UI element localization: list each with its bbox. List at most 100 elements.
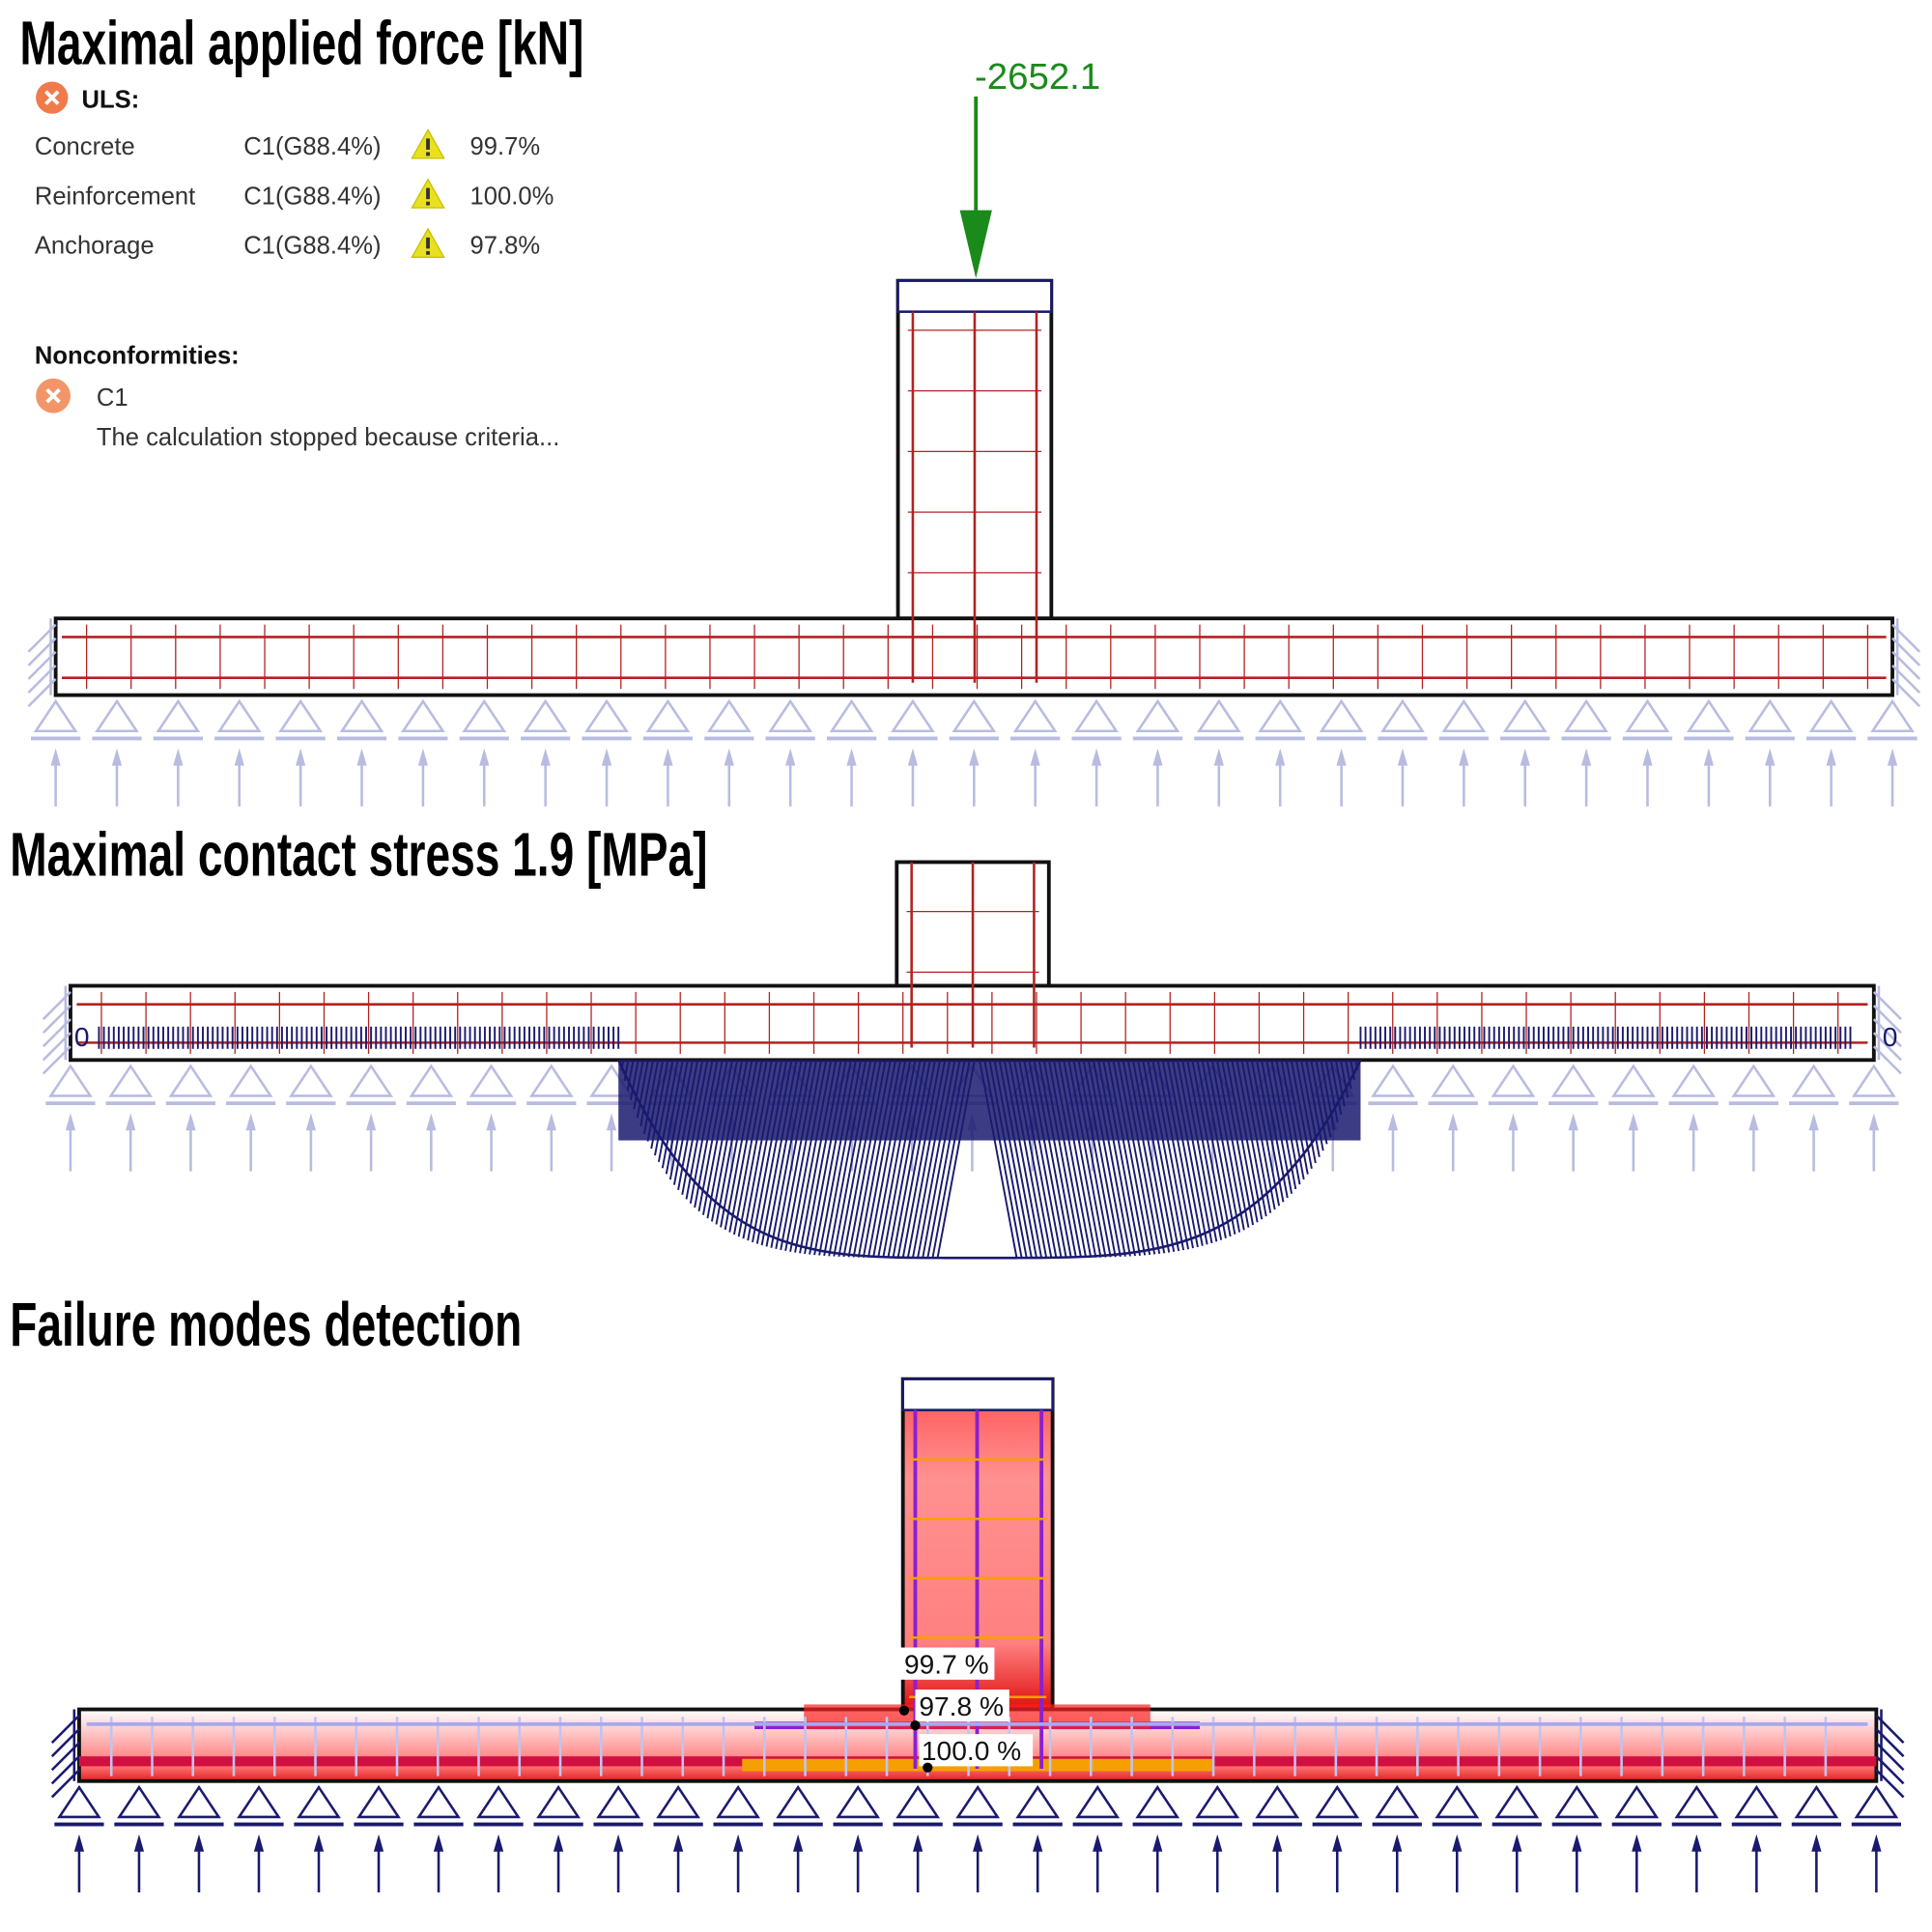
warning-mark bbox=[426, 201, 430, 206]
support-icon bbox=[356, 1784, 401, 1819]
support-icon bbox=[1614, 1784, 1660, 1819]
support-icon bbox=[955, 1784, 1001, 1819]
support-icon bbox=[716, 1784, 760, 1819]
support-icon bbox=[891, 698, 935, 733]
support-icon bbox=[1135, 698, 1180, 733]
support-icon bbox=[216, 698, 262, 733]
support-icon bbox=[1854, 1784, 1899, 1819]
support-icon bbox=[776, 1784, 820, 1819]
support-icon bbox=[1791, 1064, 1836, 1097]
support-icon bbox=[1196, 698, 1241, 733]
support-icon bbox=[48, 1064, 93, 1097]
support-icon bbox=[1435, 1784, 1480, 1819]
support-icon bbox=[1371, 1064, 1415, 1097]
warning-mark bbox=[426, 237, 430, 249]
support-icon bbox=[177, 1784, 221, 1819]
support-icon bbox=[829, 698, 874, 733]
support-icon bbox=[339, 698, 384, 733]
warning-mark bbox=[426, 187, 430, 200]
error-cross-icon bbox=[44, 90, 60, 105]
support-icon bbox=[645, 698, 691, 733]
model-force bbox=[27, 278, 1921, 807]
support-icon bbox=[528, 1064, 574, 1097]
support-icon bbox=[1687, 698, 1731, 733]
uls-row-name: Anchorage bbox=[35, 232, 155, 259]
uls-row-combination: C1(G88.4%) bbox=[243, 183, 381, 210]
support-icon bbox=[1671, 1064, 1717, 1097]
support-icon bbox=[596, 1784, 640, 1819]
support-icon bbox=[1808, 698, 1854, 733]
support-icon bbox=[1195, 1784, 1240, 1819]
support-icon bbox=[1564, 698, 1609, 733]
warning-mark bbox=[426, 152, 430, 156]
support-icon bbox=[349, 1064, 394, 1097]
support-icon bbox=[108, 1064, 154, 1097]
support-icon bbox=[523, 698, 568, 733]
support-icon bbox=[297, 1784, 341, 1819]
reinforcement-label: 100.0 % bbox=[922, 1736, 1021, 1766]
support-icon bbox=[1674, 1784, 1719, 1819]
support-icon bbox=[1012, 698, 1058, 733]
uls-row-name: Concrete bbox=[35, 133, 135, 160]
anchorage-label: 97.8 % bbox=[919, 1691, 1004, 1721]
support-icon bbox=[156, 698, 201, 733]
support-icon bbox=[1491, 1064, 1536, 1097]
column-cap bbox=[896, 279, 1053, 313]
uls-heading: ULS: bbox=[82, 86, 140, 113]
support-icon bbox=[237, 1784, 281, 1819]
uls-row-value: 97.8% bbox=[470, 232, 541, 259]
support-icon bbox=[1015, 1784, 1061, 1819]
support-icon bbox=[278, 698, 324, 733]
support-icon bbox=[476, 1784, 521, 1819]
support-icon bbox=[1075, 1784, 1121, 1819]
support-icon bbox=[1611, 1064, 1656, 1097]
stress-value-label: 0 bbox=[1883, 1022, 1898, 1052]
uls-row-value: 100.0% bbox=[470, 183, 554, 210]
support-icon bbox=[1734, 1784, 1779, 1819]
uls-row-combination: C1(G88.4%) bbox=[243, 232, 381, 259]
support-icon bbox=[1255, 1784, 1300, 1819]
support-icon bbox=[57, 1784, 101, 1819]
support-icon bbox=[1550, 1064, 1596, 1097]
support-icon bbox=[952, 698, 997, 733]
support-icon bbox=[895, 1784, 941, 1819]
support-icon bbox=[1554, 1784, 1600, 1819]
model-failure-modes bbox=[50, 1377, 1905, 1893]
support-icon bbox=[168, 1064, 213, 1097]
support-icon bbox=[1494, 1784, 1540, 1819]
support-icon bbox=[1319, 698, 1364, 733]
support-icon bbox=[1625, 698, 1670, 733]
support-icon bbox=[409, 1064, 454, 1097]
support-icon bbox=[1851, 1064, 1896, 1097]
support-icon bbox=[1502, 698, 1548, 733]
support-icon bbox=[117, 1784, 161, 1819]
failure-labels: 99.7 % 97.8 % 100.0 % bbox=[898, 1647, 1034, 1773]
nonconformity-message: The calculation stopped because criteria… bbox=[97, 424, 559, 451]
uls-row-value: 99.7% bbox=[470, 133, 541, 160]
support-icon bbox=[1731, 1064, 1776, 1097]
support-icon bbox=[1315, 1784, 1360, 1819]
warning-mark bbox=[426, 250, 430, 255]
support-icon bbox=[462, 698, 507, 733]
nonconformity-item[interactable]: C1 bbox=[97, 384, 128, 412]
support-icon bbox=[1431, 1064, 1476, 1097]
support-icon bbox=[95, 698, 139, 733]
column-cap bbox=[901, 1378, 1054, 1411]
support-icon bbox=[1380, 698, 1425, 733]
load-value: -2652.1 bbox=[975, 56, 1100, 98]
applied-load: -2652.1 bbox=[959, 56, 1100, 279]
support-icon bbox=[289, 1064, 333, 1097]
support-icon bbox=[836, 1784, 881, 1819]
stress-title: Maximal contact stress 1.9 [MPa] bbox=[10, 820, 707, 889]
contact-stress-curve bbox=[617, 1059, 1362, 1260]
support-icon bbox=[584, 698, 629, 733]
failure-title: Failure modes detection bbox=[10, 1291, 522, 1359]
support-icon bbox=[768, 698, 813, 733]
support-icon bbox=[1794, 1784, 1839, 1819]
nonconformities-heading: Nonconformities: bbox=[35, 342, 240, 369]
support-icon bbox=[401, 698, 445, 733]
stress-peak-band bbox=[618, 1060, 1361, 1141]
